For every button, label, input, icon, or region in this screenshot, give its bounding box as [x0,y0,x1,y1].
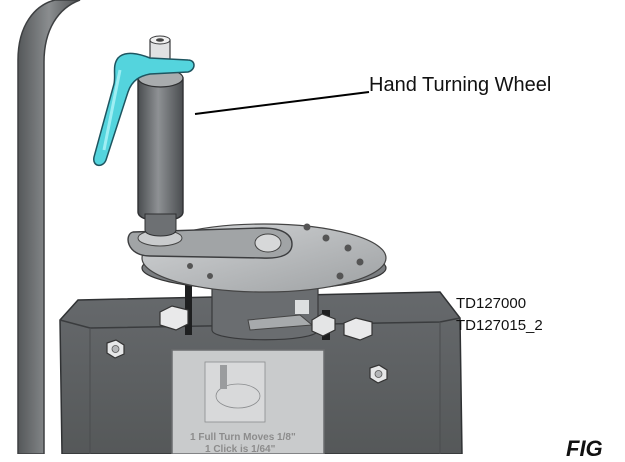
plate-line-2: 1 Click is 1/64" [205,444,276,454]
hub-drum [211,277,336,341]
figure-label: FIG [566,436,603,461]
lever-handle-icon [93,52,195,166]
hand-turning-knob [137,35,184,237]
hex-bolt-icon [369,364,388,384]
instruction-plate: 1 Full Turn Moves 1/8" 1 Click is 1/64" [171,349,325,454]
hex-bolt-icon [106,339,125,359]
plate-line-1: 1 Full Turn Moves 1/8" [190,432,296,443]
part-code-1: TD127000 [456,295,527,312]
part-code-2: TD127015_2 [456,317,543,334]
callout-leader-line [194,91,370,115]
frame-tube [17,0,81,454]
hand-turning-wheel-label: Hand Turning Wheel [369,74,552,96]
